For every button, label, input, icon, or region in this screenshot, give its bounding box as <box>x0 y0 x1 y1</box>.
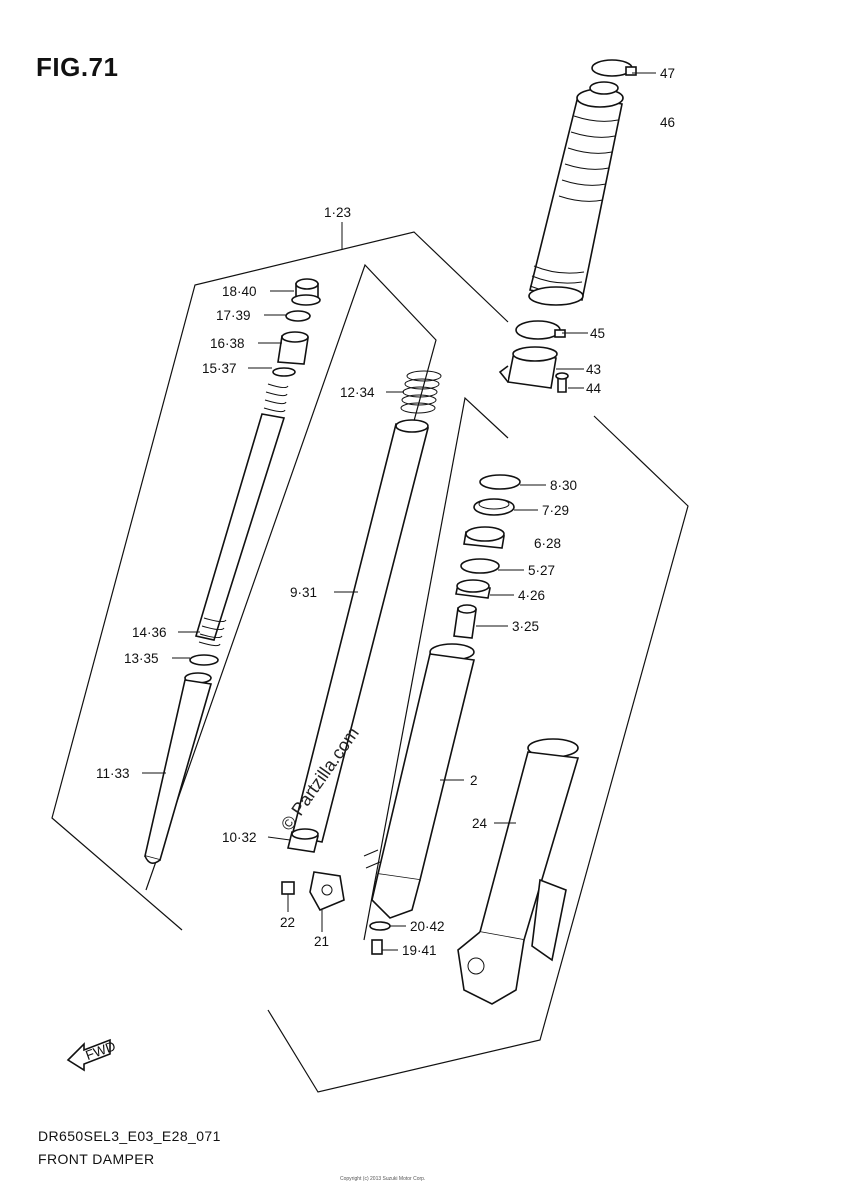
callout-14[interactable]: 14·36 <box>132 625 167 640</box>
callout-6[interactable]: 6·28 <box>534 536 561 551</box>
inner-outline-seal-group <box>363 396 509 941</box>
callout-12[interactable]: 12·34 <box>340 385 375 400</box>
clamp-47[interactable] <box>591 59 637 77</box>
slide-metal-3[interactable] <box>453 604 477 639</box>
callout-16[interactable]: 16·38 <box>210 336 245 351</box>
model-code: DR650SEL3_E03_E28_071 <box>38 1128 221 1144</box>
inner-tube-9[interactable] <box>291 419 430 843</box>
callout-15[interactable]: 15·37 <box>202 361 237 376</box>
copyright-fine-print: Copyright (c) 2013 Suzuki Motor Corp. <box>340 1176 426 1182</box>
callout-7[interactable]: 7·29 <box>542 503 569 518</box>
axle-holder-21[interactable] <box>309 871 345 912</box>
snap-ring-8[interactable] <box>479 474 521 490</box>
callout-44[interactable]: 44 <box>586 381 602 396</box>
callout-3[interactable]: 3·25 <box>512 619 539 634</box>
ring-13[interactable] <box>189 654 219 666</box>
callout-24[interactable]: 24 <box>472 816 488 831</box>
outer-tube-2[interactable] <box>363 643 475 919</box>
nut-22[interactable] <box>281 881 295 895</box>
callout-9[interactable]: 9·31 <box>290 585 317 600</box>
damper-cylinder-11[interactable] <box>144 672 213 864</box>
callout-2[interactable]: 2 <box>470 773 478 788</box>
fork-spring-12[interactable] <box>400 370 442 414</box>
callout-46[interactable]: 46 <box>660 115 675 130</box>
callout-10[interactable]: 10·32 <box>222 830 257 845</box>
damper-holder-43[interactable] <box>498 346 558 389</box>
guide-bushing-4[interactable] <box>455 579 491 599</box>
callout-20[interactable]: 20·42 <box>410 919 445 934</box>
outer-tube-24[interactable] <box>457 738 580 1005</box>
section-name: FRONT DAMPER <box>38 1151 155 1167</box>
o-ring-17[interactable] <box>285 310 311 322</box>
callout-8[interactable]: 8·30 <box>550 478 577 493</box>
clamp-45[interactable] <box>515 320 566 340</box>
bolt-19[interactable] <box>371 939 383 955</box>
callout-21[interactable]: 21 <box>314 934 329 949</box>
figure-title: FIG.71 <box>36 52 119 82</box>
fork-boot-46[interactable] <box>528 81 624 306</box>
fwd-label: FWD <box>84 1038 118 1063</box>
callout-22[interactable]: 22 <box>280 915 295 930</box>
callout-19[interactable]: 19·41 <box>402 943 437 958</box>
cap-bolt-18[interactable] <box>291 278 321 306</box>
assembly-outline-front <box>51 231 509 931</box>
callout-45[interactable]: 45 <box>590 326 605 341</box>
callout-5[interactable]: 5·27 <box>528 563 555 578</box>
damper-rod-14[interactable] <box>194 383 289 647</box>
assembly-outline-rear <box>267 415 689 1093</box>
callout-47[interactable]: 47 <box>660 66 675 81</box>
callout-18[interactable]: 18·40 <box>222 284 257 299</box>
slide-bushing-10[interactable] <box>287 828 319 853</box>
leader-lines <box>142 72 656 951</box>
washer-20[interactable] <box>369 921 391 931</box>
callout-13[interactable]: 13·35 <box>124 651 159 666</box>
forward-arrow-icon: FWD <box>66 1038 118 1072</box>
callout-11[interactable]: 11·33 <box>96 766 130 781</box>
washer-15[interactable] <box>272 367 296 377</box>
oil-seal-6[interactable] <box>463 526 505 549</box>
callout-4[interactable]: 4·26 <box>518 588 545 603</box>
bolt-44[interactable] <box>555 372 569 393</box>
callout-1[interactable]: 1·23 <box>324 205 351 220</box>
spacer-16[interactable] <box>277 331 309 365</box>
washer-5[interactable] <box>460 558 500 574</box>
callout-17[interactable]: 17·39 <box>216 308 251 323</box>
dust-seal-7[interactable] <box>473 498 515 516</box>
callout-43[interactable]: 43 <box>586 362 601 377</box>
